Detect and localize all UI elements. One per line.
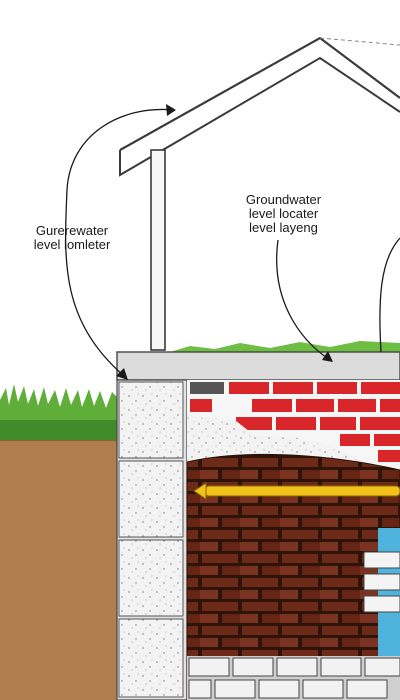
red-brick-layer — [190, 382, 400, 462]
bottom-block-row — [187, 656, 400, 700]
right-label-line-3: level layeng — [249, 220, 318, 235]
house-wall-post — [150, 149, 166, 351]
water-column — [363, 528, 400, 678]
left-annotation-arrow — [64, 104, 176, 380]
right-annotation-arrow — [276, 237, 400, 362]
left-annotation-label: Gurerewater level lomleter — [28, 224, 116, 252]
right-label-line-1: Groundwater — [245, 192, 322, 207]
foundation-block-column — [116, 379, 188, 700]
grass-left — [0, 384, 120, 440]
soil-left — [0, 435, 120, 700]
yellow-pipe — [193, 482, 400, 500]
left-label-line-2: level lomleter — [33, 237, 111, 252]
concrete-slab — [116, 351, 400, 381]
house-roof — [119, 36, 400, 177]
right-annotation-label: Groundwater level locater level layeng — [236, 193, 331, 235]
left-label-line-1: Gurerewater — [35, 223, 109, 238]
right-label-line-2: level locater — [248, 206, 319, 221]
